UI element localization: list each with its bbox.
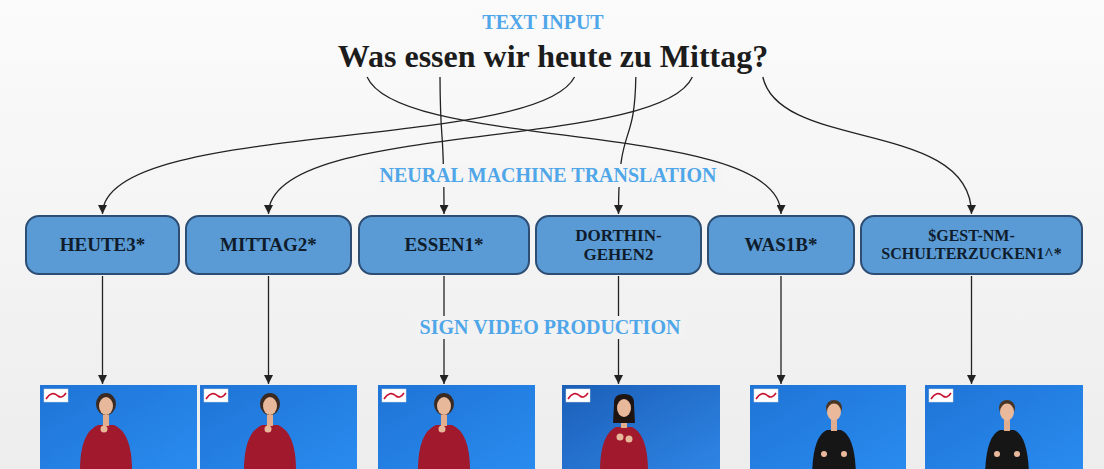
source-curve [440, 77, 444, 214]
video-frame [925, 385, 1083, 469]
video-frame [200, 385, 357, 469]
input-sentence: Was essen wir heute zu Mittag? [338, 38, 768, 74]
video-frame [562, 385, 720, 469]
source-curve [103, 77, 575, 214]
section-label: NEURAL MACHINE TRANSLATION [379, 164, 716, 186]
gloss-box: MITTAG2* [185, 215, 352, 275]
gloss-text: $GEST-NM- SCHULTERZUCKEN1^* [872, 227, 1072, 263]
gloss-text: HEUTE3* [60, 234, 146, 255]
gloss-box: ESSEN1* [358, 215, 530, 275]
gloss-text: MITTAG2* [220, 234, 317, 255]
gloss-text: DORTHIN- GEHEN2 [559, 226, 679, 264]
gloss-box: $GEST-NM- SCHULTERZUCKEN1^* [860, 215, 1083, 275]
section-label-holder: TEXT INPUT [477, 11, 608, 34]
production-arrow [971, 276, 972, 384]
video-frame [40, 385, 197, 469]
production-arrow [102, 276, 103, 384]
gloss-text: ESSEN1* [404, 234, 483, 255]
section-label: SIGN VIDEO PRODUCTION [420, 316, 681, 338]
source-curve [619, 77, 636, 214]
video-frame [378, 385, 535, 469]
gloss-box: HEUTE3* [25, 215, 180, 275]
source-curve [763, 77, 972, 214]
gloss-text: WAS1B* [745, 234, 818, 255]
gloss-box: DORTHIN- GEHEN2 [535, 215, 702, 275]
production-arrow [268, 276, 269, 384]
section-label-holder: NEURAL MACHINE TRANSLATION [374, 164, 721, 187]
section-label: TEXT INPUT [482, 11, 603, 33]
gloss-box: WAS1B* [707, 215, 855, 275]
video-frame [750, 385, 906, 469]
production-arrow [780, 276, 781, 384]
source-curve [269, 77, 693, 214]
section-label-holder: SIGN VIDEO PRODUCTION [415, 316, 686, 339]
input-sentence-holder: Was essen wir heute zu Mittag? [338, 38, 768, 75]
source-curve [367, 77, 781, 214]
